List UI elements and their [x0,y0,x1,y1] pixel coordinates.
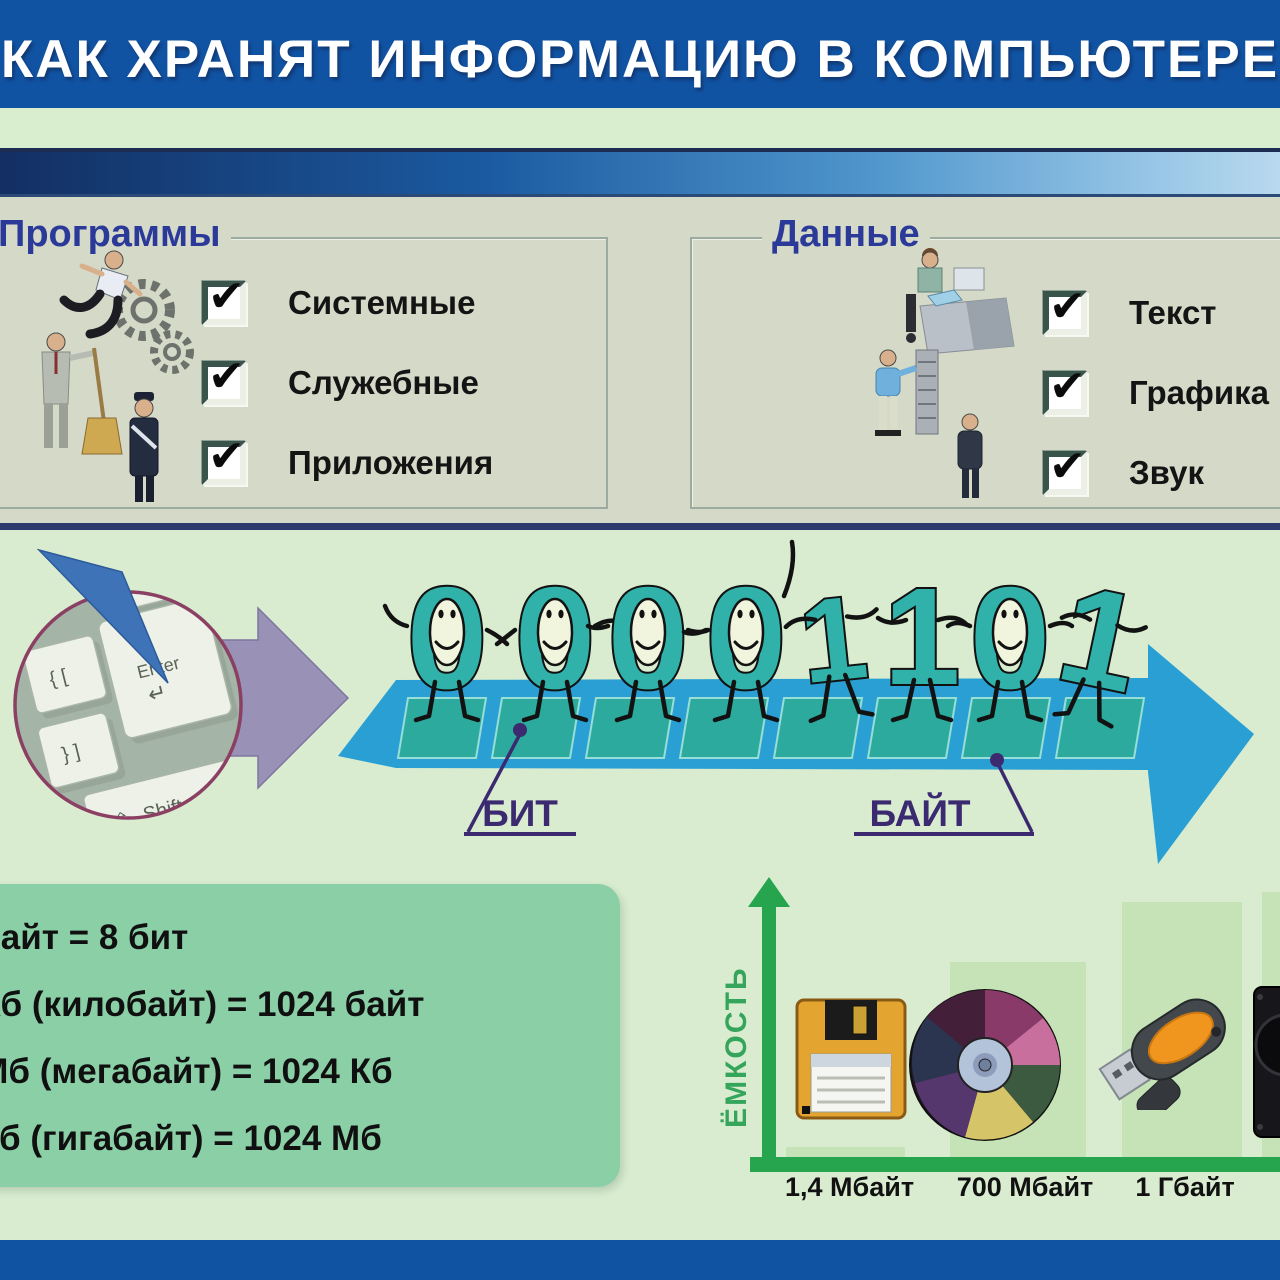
data-item-text: ✔ Текст [1043,285,1217,337]
unit-line: 1 Мб (мегабайт) = 1024 Кб [0,1052,393,1091]
digit-character-0: 0 [585,555,711,723]
svg-text:1: 1 [884,560,961,714]
enter-arrow-icon: ↵ [145,679,169,708]
janitor-man-figure [41,332,123,455]
check-icon: ✔ [208,271,245,322]
checkbox-label: Приложения [288,444,494,481]
shift-arrow-icon: ⇧ [111,808,133,833]
checkbox-text[interactable]: ✔ [1043,285,1087,335]
unit-line: 1 Кб (килобайт) = 1024 байт [0,985,425,1024]
program-item-utility: ✔ Служебные [202,355,479,407]
digit-character-0: 0 [494,555,622,723]
decor-separator-navy [0,523,1280,530]
bit-tile [772,697,864,759]
program-item-system: ✔ Системные [202,275,476,327]
data-fieldset [690,237,1280,509]
checkbox-label: Графика [1129,374,1269,411]
running-man-figure [59,250,143,339]
bit-tile [1054,697,1146,759]
clipart-data-people [875,248,1015,498]
unit-line: 1 байт = 8 бит [0,918,189,957]
checkbox-label: Звук [1129,454,1205,491]
checkbox-graphics[interactable]: ✔ [1043,365,1087,415]
checkbox-label: Системные [288,284,476,321]
byte-callout-dot [990,753,1004,767]
footer-bar [0,1240,1280,1280]
check-icon: ✔ [208,431,245,482]
byte-callout: БАЙТ [854,753,1034,836]
byte-units-box: 1 байт = 8 бит 1 Кб (килобайт) = 1024 ба… [0,884,620,1187]
checkbox-label: Текст [1129,294,1217,331]
check-icon: ✔ [1049,441,1086,492]
y-axis-label: ЁМКОСТЬ [720,966,753,1128]
broom-icon [81,417,123,455]
checkbox-utility[interactable]: ✔ [202,355,246,405]
bar-floppy [786,1147,905,1157]
programs-fieldset [0,237,608,509]
bit-tile [678,697,770,759]
hard-disk-icon [1253,986,1280,1138]
cd-disc-icon [909,989,1061,1141]
check-icon: ✔ [208,351,245,402]
groups-panel: Программы Данные ✔ Системные ✔ Служебные… [0,197,1280,523]
guard-figure [129,392,159,502]
usb-flash-drive-icon [1098,998,1226,1110]
decor-band-gradient [0,152,1280,197]
svg-text:1: 1 [794,571,873,709]
digit-character-0: 0 [382,555,510,723]
digit-character-1: 1 [783,569,879,724]
svg-text:Back space: Back space [142,544,216,577]
check-icon: ✔ [1049,281,1086,332]
floppy-disk-icon [795,998,907,1120]
programs-legend: Программы [0,213,231,256]
standing-person-figure [957,413,983,498]
poster-title: КАК ХРАНЯТ ИНФОРМАЦИЮ В КОМПЬЮТЕРЕ [0,29,1280,89]
digit-character-0: 0 [945,555,1075,723]
x-axis [750,1157,1280,1172]
check-icon: ✔ [1049,361,1086,412]
digit-character-0: 0 [681,539,796,723]
decor-line-navy [0,148,1280,152]
data-legend: Данные [762,213,930,256]
man-at-rack-figure [875,349,939,436]
pointer-arrow-icon [36,548,169,684]
header-bar: КАК ХРАНЯТ ИНФОРМАЦИЮ В КОМПЬЮТЕРЕ [0,0,1280,108]
bit-tile [866,697,958,759]
clipart-programs-people [41,250,194,502]
bit-byte-scene: Back space { [ Enter ↵ } ] ⇧ Shift [13,539,1254,864]
unit-line: 1 Гб (гигабайт) = 1024 Мб [0,1119,382,1158]
bit-callout-dot [513,723,527,737]
decor-band-green [0,108,1280,148]
checkbox-label: Служебные [288,364,479,401]
checkbox-sound[interactable]: ✔ [1043,445,1087,495]
svg-text:} ]: } ] [60,740,83,766]
checkbox-applications[interactable]: ✔ [202,435,246,485]
bit-callout: БИТ [464,723,576,836]
bracket-close-key [37,712,120,789]
bit-label: БИТ [482,793,558,834]
byte-platform-arrowhead [1148,644,1254,864]
bit-tile [584,697,676,759]
bar-label-floppy: 1,4 Мбайт [785,1172,915,1202]
person-at-desk-figure [906,248,1015,355]
bracket-open-key [22,635,107,714]
gears-icon [113,279,194,374]
svg-text:0: 0 [407,557,488,719]
bar-label-usb: 1 Гбайт [1135,1172,1235,1202]
program-item-applications: ✔ Приложения [202,435,494,487]
data-item-sound: ✔ Звук [1043,445,1205,497]
checkbox-system[interactable]: ✔ [202,275,246,325]
y-axis [762,905,776,1157]
digit-character-1: 1 [875,558,969,723]
byte-label: БАЙТ [869,792,970,834]
bar-label-cd: 700 Мбайт [956,1172,1094,1202]
svg-text:{ [: { [ [47,665,70,691]
y-axis-arrow-icon [748,877,790,907]
data-item-graphics: ✔ Графика [1043,365,1269,417]
